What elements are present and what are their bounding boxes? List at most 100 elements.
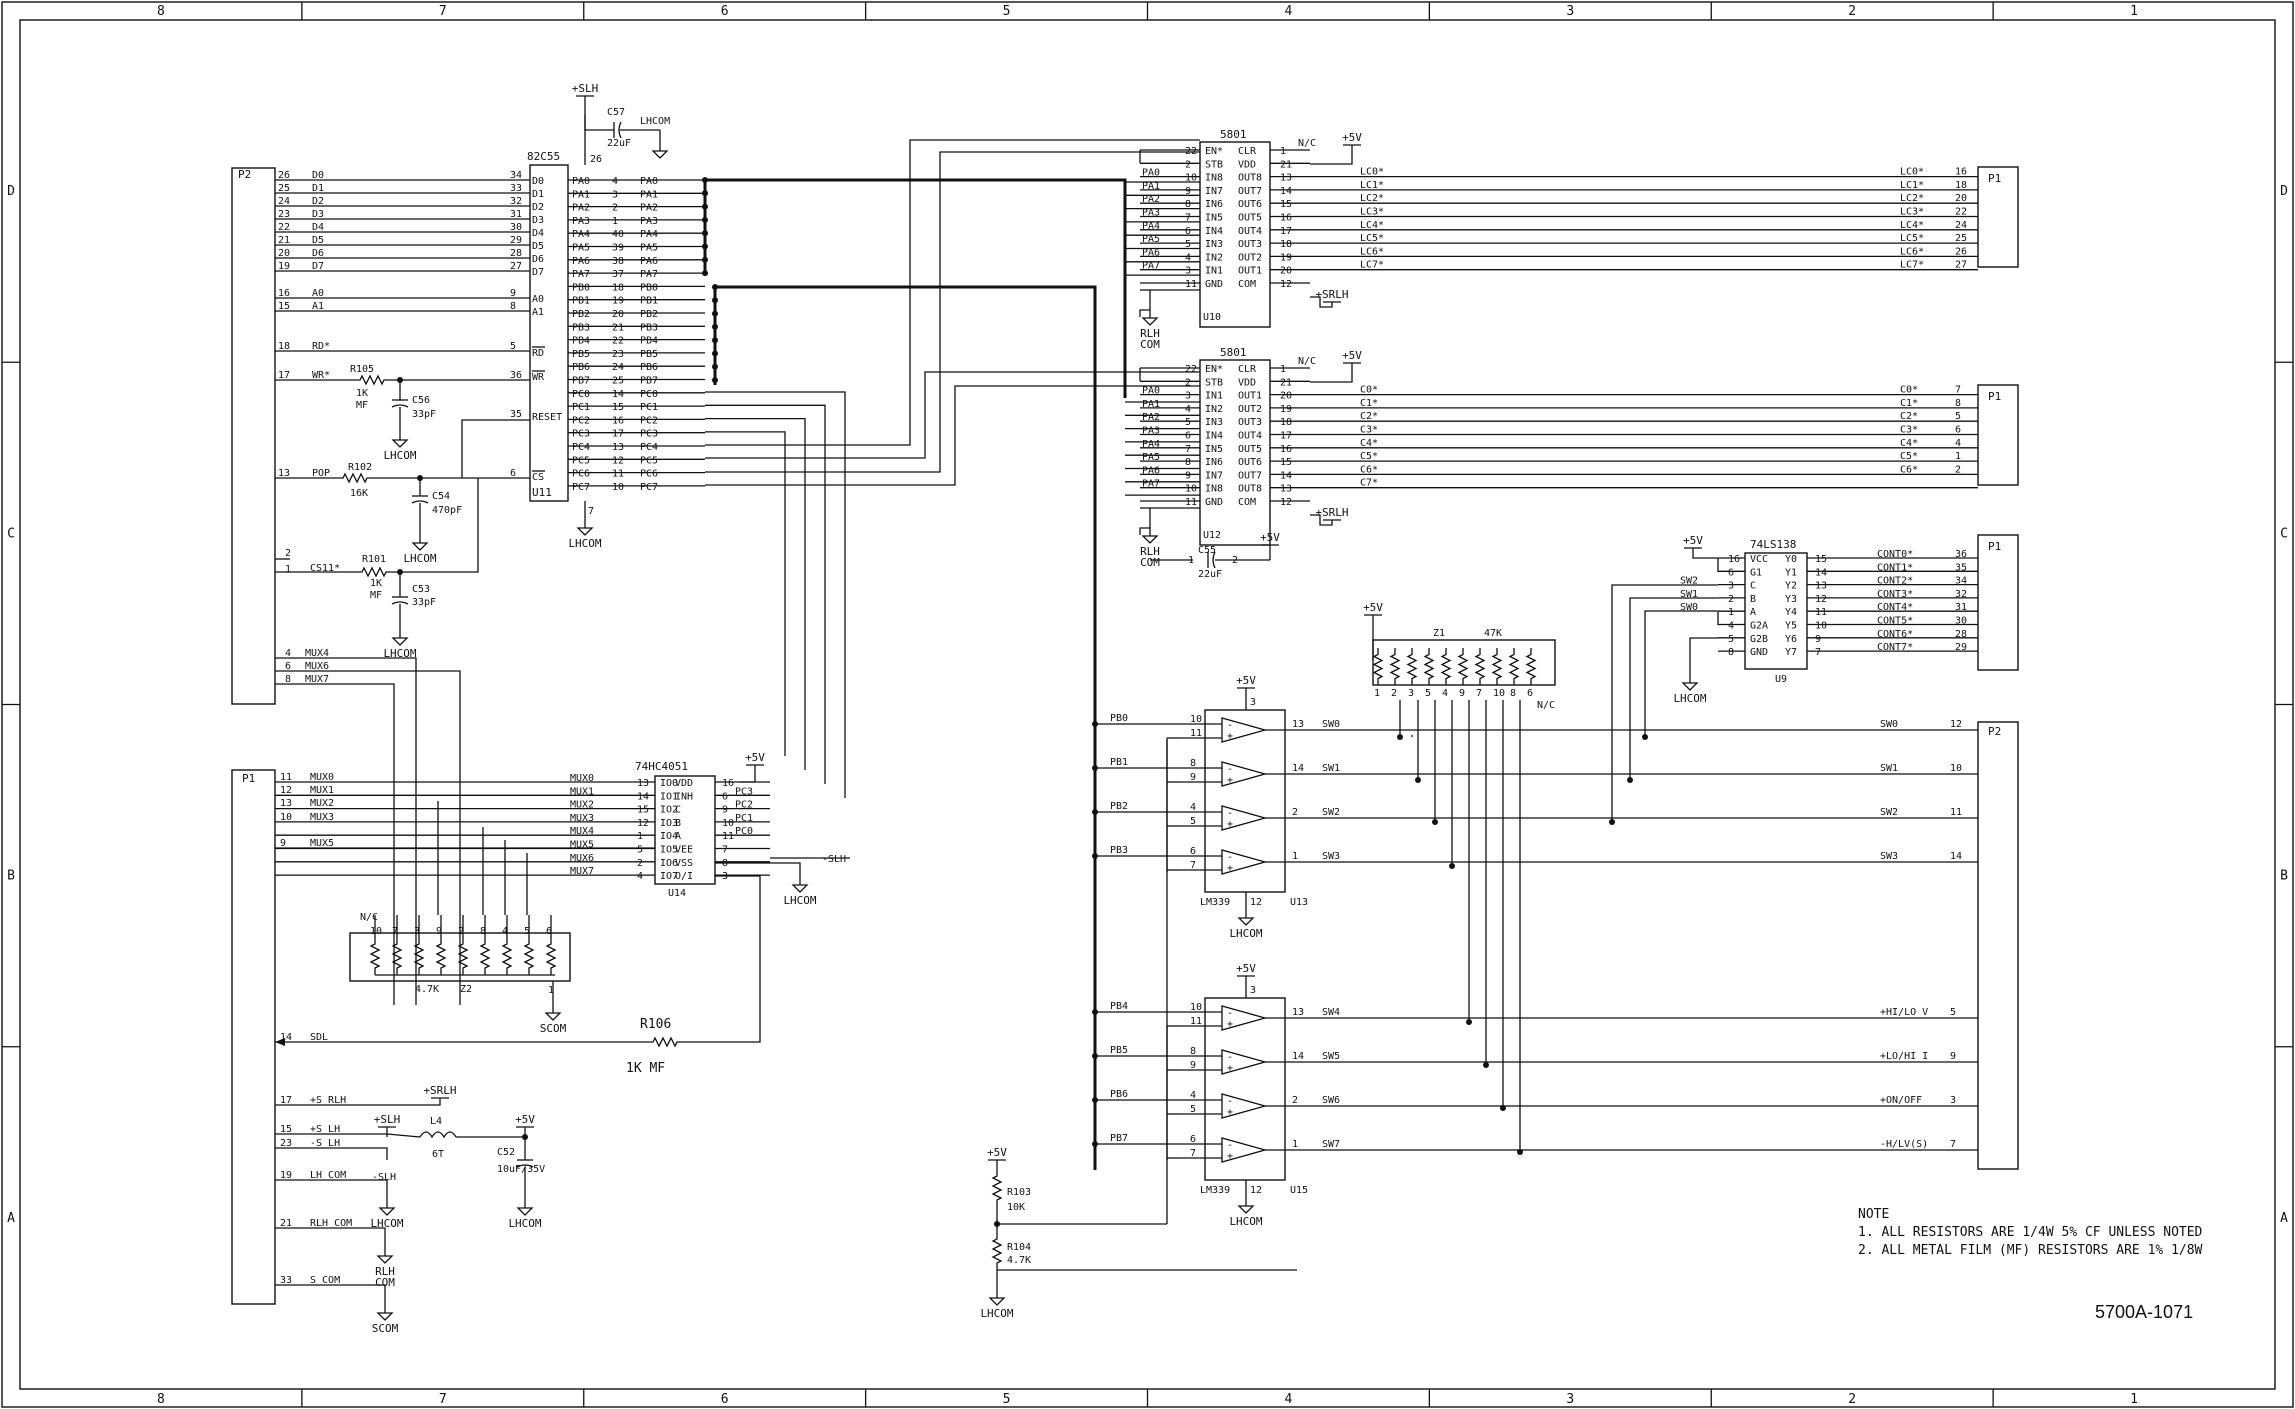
row-label: D	[7, 184, 15, 199]
p1-pin-number: 31	[1955, 602, 1967, 613]
p1-pin-number: 1	[1955, 451, 1961, 462]
port-pin-number: 12	[612, 455, 624, 466]
junction-dot	[1092, 1097, 1098, 1103]
port-pin-name: PB6	[572, 362, 590, 373]
port-net-label: PA6	[640, 256, 658, 267]
port-pin-name: PA4	[572, 229, 590, 240]
p2-signal: A1	[312, 301, 324, 312]
p1-pin-number: 22	[1955, 207, 1967, 218]
p1-pin-number: 17	[280, 1095, 292, 1106]
z1-pin: 6	[1527, 688, 1533, 699]
wire	[705, 391, 846, 798]
port-pin-name: PA6	[572, 256, 590, 267]
r105-tol: MF	[356, 400, 368, 411]
rail-label: +5V	[515, 1113, 535, 1126]
p1-lc-net: LC4*	[1900, 220, 1924, 231]
minus: -	[1227, 1052, 1233, 1063]
p2-net-label: SW1	[1880, 763, 1898, 774]
z1-element	[1525, 648, 1537, 685]
u12-pin-number: 5	[1185, 417, 1191, 428]
port-pin-name: PA0	[572, 176, 590, 187]
u11-gnd-pin: 7	[588, 506, 594, 517]
u10-pin-number: 4	[1185, 252, 1191, 263]
u14-pin-name: INH	[675, 791, 693, 802]
u11-pin-number: 28	[510, 248, 522, 259]
p2-signal: RD*	[312, 341, 330, 352]
u10-pin-name: OUT4	[1238, 226, 1262, 237]
column-label: 4	[1285, 1392, 1293, 1407]
p1-pin-number: 4	[1955, 438, 1961, 449]
u11-pin-number: 27	[510, 261, 522, 272]
junction-dot	[1092, 809, 1098, 815]
r101-val: 1K	[370, 578, 382, 589]
u9-pin-name: B	[1750, 594, 1756, 605]
u13-comparator	[1221, 849, 1268, 875]
c55-pin: 1	[1188, 555, 1194, 566]
junction-dot	[1432, 819, 1438, 825]
rail-label: +5V	[1683, 534, 1703, 547]
u14-pin-number: 10	[722, 818, 734, 829]
u10-ground	[1141, 317, 1159, 326]
u12-pin-number: 19	[1280, 404, 1292, 415]
ground-label: LHCOM	[508, 1217, 541, 1230]
p2-pin-number: 5	[1950, 1007, 1956, 1018]
junction-dot	[1092, 1141, 1098, 1147]
u11-pin-name: WR	[532, 372, 545, 383]
r106-val: 1K MF	[626, 1061, 665, 1076]
u9-pin-number: 14	[1815, 567, 1827, 578]
r104-ground	[988, 1297, 1006, 1306]
r103-ref: R103	[1007, 1187, 1031, 1198]
z1-element	[1491, 648, 1503, 685]
p2-pin-number: 3	[1950, 1095, 1956, 1106]
p1-signal: MUX3	[310, 812, 334, 823]
port-net-label: PA2	[640, 203, 658, 214]
u11-pin-number: 6	[510, 468, 516, 479]
reset-wire	[461, 419, 530, 478]
port-net-label: PA7	[640, 269, 658, 280]
port-pin-name: PA2	[572, 203, 590, 214]
column-label: 2	[1848, 1392, 1856, 1407]
u12-output-net: C6*	[1360, 464, 1378, 475]
u10-body	[1199, 141, 1271, 328]
p2-signal: D1	[312, 183, 324, 194]
u14-pin-name: IO7	[660, 871, 678, 882]
port-net-label: PC5	[640, 455, 658, 466]
u9-pin-number: 5	[1728, 634, 1734, 645]
u14-pin-name: C	[675, 805, 681, 816]
u12-pin-name: STB	[1205, 377, 1223, 388]
p2-signal: MUX6	[305, 661, 329, 672]
row-label: D	[2280, 184, 2288, 199]
u13-ref: U13	[1290, 897, 1308, 908]
p2-top-ref: P2	[238, 168, 251, 181]
u10-input-net: PA6	[1142, 247, 1160, 258]
u10-ref: U10	[1203, 312, 1221, 323]
u12-input-net: PA2	[1142, 412, 1160, 423]
c54-val: 470pF	[432, 505, 462, 516]
p1-signal: MUX0	[310, 772, 334, 783]
u12-pin-number: 7	[1185, 444, 1191, 455]
p1-signal: SDL	[310, 1032, 328, 1043]
port-pin-number: 25	[612, 376, 624, 387]
junction-dot	[712, 284, 718, 290]
port-pin-number: 11	[612, 469, 624, 480]
u11-pin-name: D7	[532, 267, 544, 278]
u14-pin-name: VDD	[675, 778, 693, 789]
u10-pin-number: 5	[1185, 239, 1191, 250]
port-pin-name: PB1	[572, 296, 590, 307]
port-pin-number: 13	[612, 442, 624, 453]
wire	[1689, 637, 1718, 675]
u12-pin-number: 9	[1185, 470, 1191, 481]
p1-pin-number: 18	[1955, 180, 1967, 191]
junction-dot	[712, 363, 718, 370]
port-pin-name: PC4	[572, 442, 590, 453]
u12-pin-number: 12	[1280, 497, 1292, 508]
pa-bus	[705, 178, 1127, 398]
z2-pin: 4	[502, 926, 508, 937]
u9-input-net: SW2	[1680, 576, 1698, 587]
u9-output-net: CONT1*	[1877, 562, 1913, 573]
r105-ref: R105	[350, 364, 374, 375]
rlh-com-ground	[376, 1255, 394, 1264]
u12-pin-name: OUT3	[1238, 417, 1262, 428]
z1-element	[1406, 648, 1418, 685]
z2-element	[457, 937, 469, 975]
